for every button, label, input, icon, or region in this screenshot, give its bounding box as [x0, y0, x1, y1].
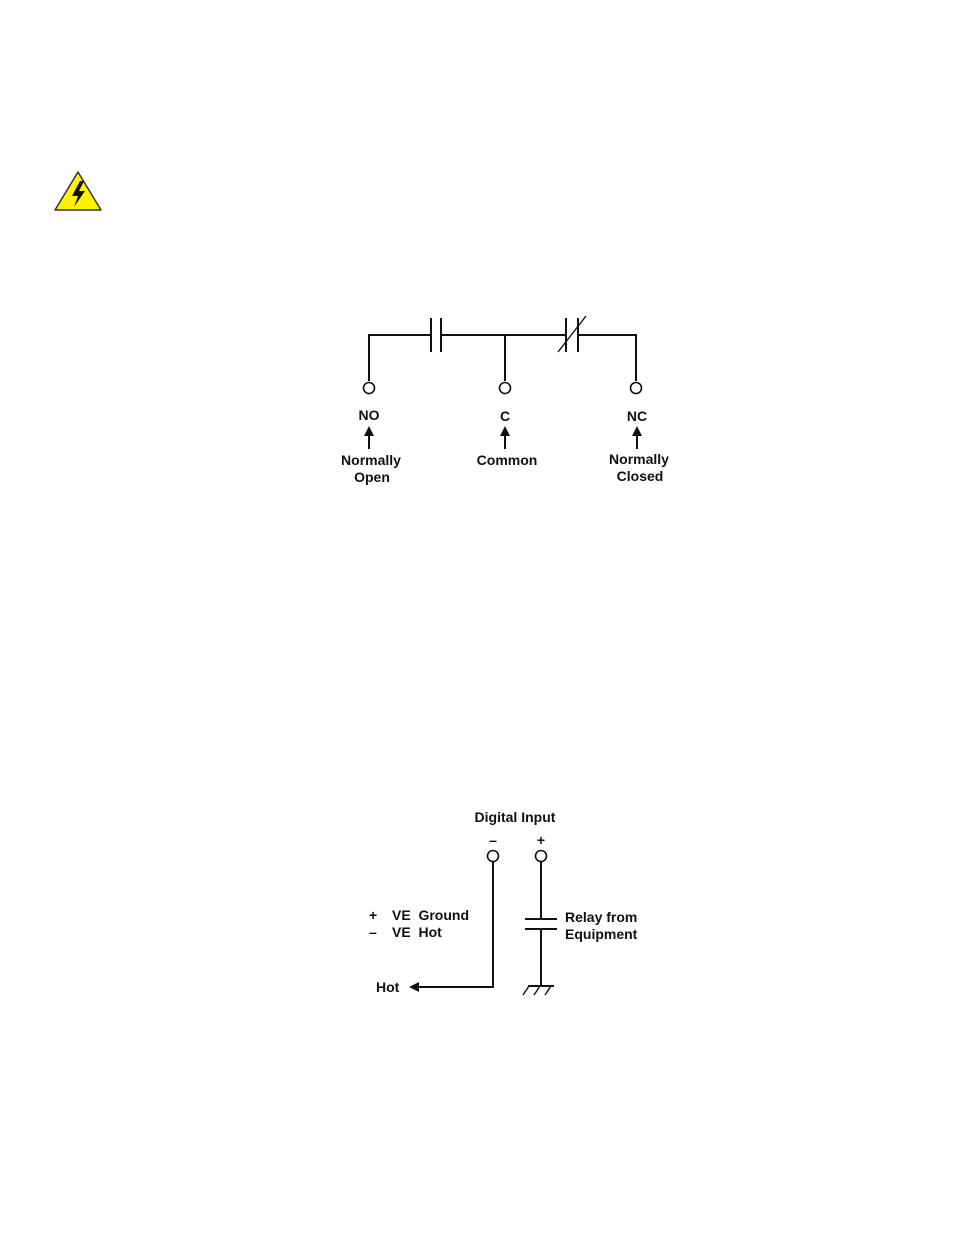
no-desc-line1: Normally — [341, 452, 401, 468]
nc-terminal — [631, 383, 642, 394]
legend-minus-sign: – — [369, 924, 377, 940]
c-arrow-icon — [500, 426, 510, 449]
nc-arrow-icon — [632, 426, 642, 449]
nc-desc-line2: Closed — [617, 468, 664, 484]
no-arrow-icon — [364, 426, 374, 449]
c-desc-line1: Common — [477, 452, 538, 468]
normally-open-contact-symbol — [431, 318, 441, 352]
no-wire — [369, 335, 431, 381]
nc-desc-line1: Normally — [609, 451, 669, 467]
legend-minus-text: VE Hot — [392, 924, 442, 940]
c-terminal — [500, 383, 511, 394]
no-desc-line2: Open — [354, 469, 390, 485]
legend-plus-sign: + — [369, 907, 377, 923]
minus-terminal — [488, 851, 499, 862]
nc-code-label: NC — [627, 408, 647, 424]
hot-label: Hot — [376, 979, 400, 995]
plus-sign-label: + — [537, 832, 545, 848]
ground-icon — [523, 986, 554, 995]
high-voltage-warning-icon — [55, 172, 101, 210]
legend-plus-text: VE Ground — [392, 907, 469, 923]
no-terminal — [364, 383, 375, 394]
minus-sign-label: – — [489, 832, 497, 848]
nc-wire — [578, 335, 636, 381]
relay-label-line1: Relay from — [565, 909, 637, 925]
c-code-label: C — [500, 408, 510, 424]
relay-contact-diagram: NO C NC Normally Open Common Normally Cl… — [341, 316, 669, 485]
hot-arrow-icon — [409, 982, 419, 992]
no-code-label: NO — [359, 407, 380, 423]
digital-input-title: Digital Input — [475, 809, 556, 825]
digital-input-diagram: Digital Input – + Hot + VE Ground – VE H… — [369, 809, 638, 995]
relay-contact-symbol — [525, 919, 557, 929]
relay-label-line2: Equipment — [565, 926, 638, 942]
plus-terminal — [536, 851, 547, 862]
